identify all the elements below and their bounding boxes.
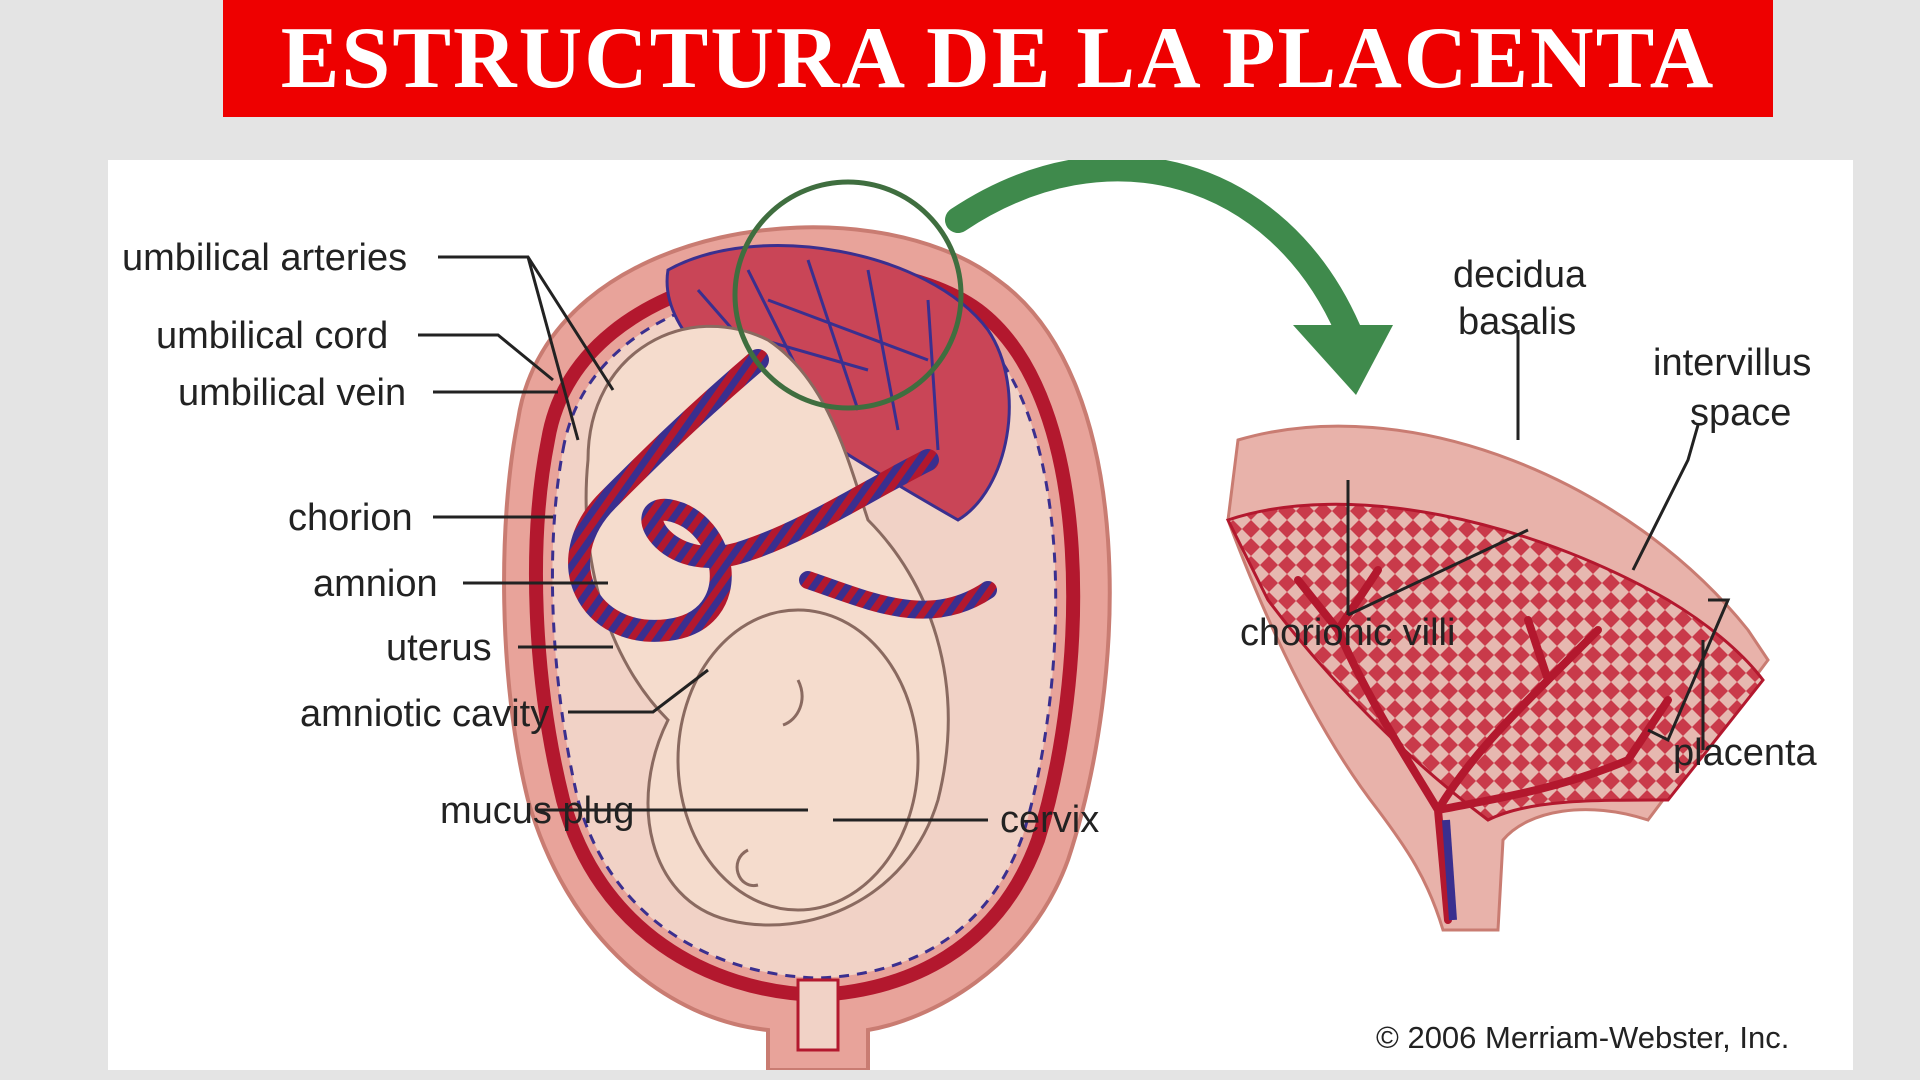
placenta-section-drawing (1228, 426, 1768, 930)
label-space: space (1690, 392, 1791, 434)
label-mucus-plug: mucus plug (440, 790, 634, 832)
label-amnion: amnion (313, 563, 438, 605)
label-umbilical-arteries: umbilical arteries (122, 237, 407, 279)
label-placenta: placenta (1673, 732, 1818, 774)
label-chorionic-villi: chorionic villi (1240, 612, 1455, 654)
label-intervillus: intervillus (1653, 342, 1811, 384)
page-title: ESTRUCTURA DE LA PLACENTA (281, 15, 1716, 103)
copyright-notice: © 2006 Merriam-Webster, Inc. (1376, 1020, 1789, 1055)
label-basalis: basalis (1458, 301, 1576, 343)
label-decidua: decidua (1453, 254, 1587, 296)
label-amniotic-cavity: amniotic cavity (300, 693, 549, 735)
label-umbilical-vein: umbilical vein (178, 372, 406, 414)
uterus-drawing (504, 227, 1110, 1070)
label-umbilical-cord: umbilical cord (156, 315, 388, 357)
figure-panel: umbilical arteries umbilical cord umbili… (108, 160, 1853, 1070)
label-uterus: uterus (386, 627, 492, 669)
title-banner: ESTRUCTURA DE LA PLACENTA (223, 0, 1773, 117)
label-chorion: chorion (288, 497, 413, 539)
placenta-diagram: umbilical arteries umbilical cord umbili… (108, 160, 1853, 1070)
label-cervix: cervix (1000, 799, 1099, 841)
